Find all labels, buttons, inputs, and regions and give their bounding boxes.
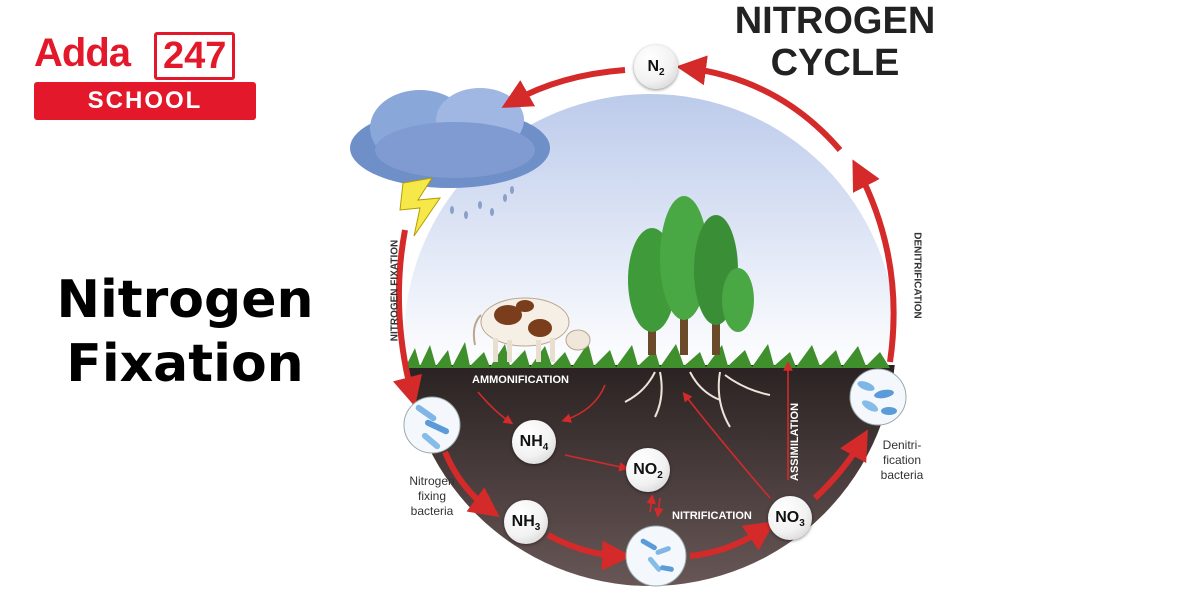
inner-arrows — [477, 361, 793, 518]
label-assimilation: ASSIMILATION — [789, 402, 801, 481]
page-heading: Nitrogen Fixation — [20, 268, 350, 396]
node-nh3: NH3 — [504, 500, 548, 544]
nitrogen-fixing-bacteria-bubble — [403, 396, 461, 454]
arrow-denitrification — [852, 159, 897, 363]
logo-brand-text: Adda — [34, 31, 131, 75]
label-ammonification: AMMONIFICATION — [472, 374, 569, 386]
node-nh4: NH4 — [512, 420, 556, 464]
denitrification-bacteria-bubble — [849, 368, 907, 426]
arrow-bacteria-to-nh3 — [442, 450, 500, 518]
heading-line-1: Nitrogen — [56, 270, 314, 330]
adda247-school-logo: Adda 247 SCHOOL — [34, 30, 256, 122]
arrow-nitrifiers-to-no3 — [689, 521, 775, 559]
plant-roots — [624, 371, 771, 428]
rain-cloud — [350, 88, 550, 219]
grass — [405, 342, 890, 368]
cow — [472, 297, 591, 362]
heading-line-2: Fixation — [66, 334, 304, 394]
logo-school-bar: SCHOOL — [34, 82, 256, 120]
label-denitrification: DENITRIFICATION — [911, 232, 923, 319]
arrow-to-n2 — [676, 55, 843, 152]
lightning-bolt-icon — [399, 177, 442, 237]
diagram-title: NITROGEN CYCLE — [690, 0, 980, 84]
arrow-fixation — [392, 229, 423, 407]
node-no3: NO3 — [768, 496, 812, 540]
label-nitrification: NITRIFICATION — [672, 510, 752, 522]
trees — [628, 196, 754, 355]
arrow-nh3-to-nitrifiers — [546, 532, 632, 571]
arrow-no3-to-denitrifiers — [812, 429, 868, 501]
label-denitrification-bacteria: Denitri- fication bacteria — [880, 438, 924, 482]
node-n2: N2 — [634, 45, 678, 89]
node-no2: NO2 — [626, 448, 670, 492]
label-nitrogen-fixing-bacteria: Nitrogen fixing bacteria — [409, 474, 455, 518]
label-nitrogen-fixation: NITROGEN FIXATION — [389, 239, 401, 342]
nitrifying-bacteria-bubble — [625, 525, 687, 587]
diagram-title-line-1: NITROGEN — [734, 0, 936, 42]
logo-number-badge: 247 — [154, 32, 236, 80]
cycle-arrows — [392, 55, 897, 571]
diagram-title-line-2: CYCLE — [770, 42, 900, 84]
arrow-n2-to-cloud — [501, 67, 626, 108]
